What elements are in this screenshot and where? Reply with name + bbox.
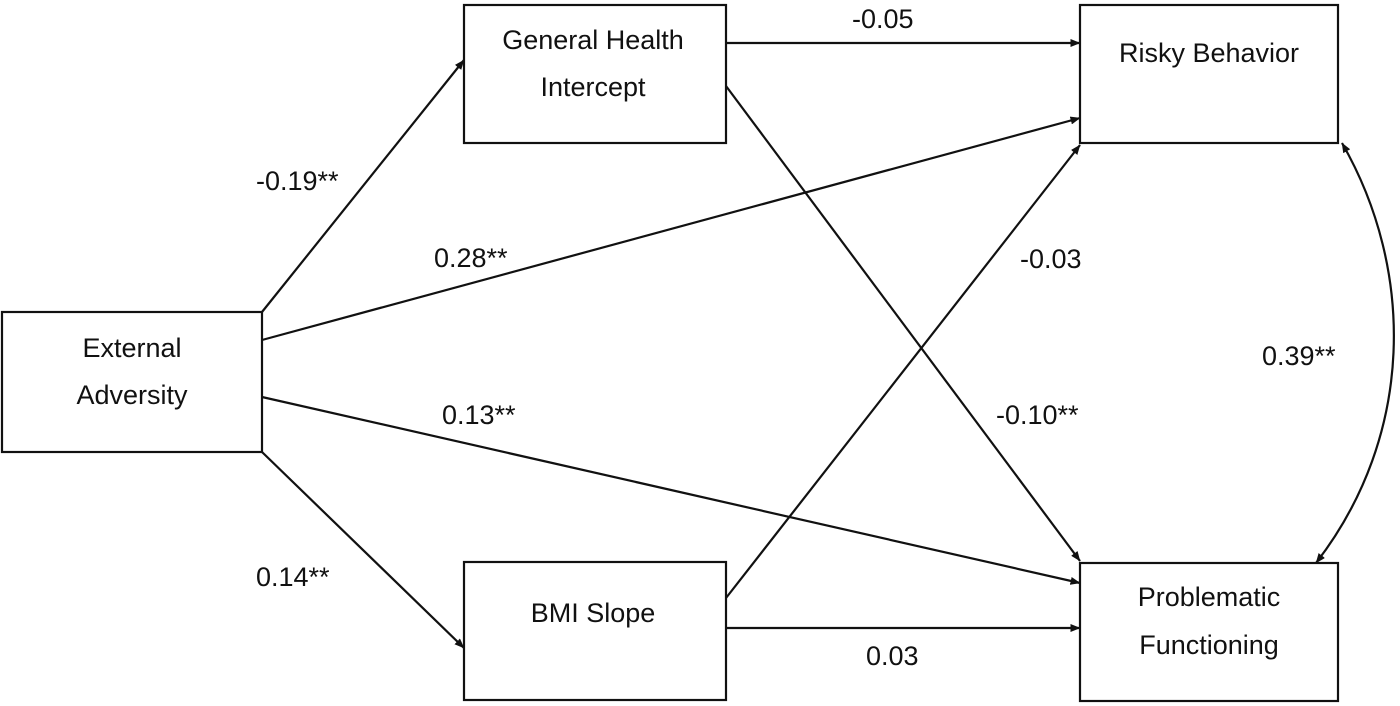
node-problematic-functioning: Problematic Functioning	[1078, 561, 1340, 703]
node-label-line: Intercept	[540, 72, 646, 102]
coefficient-label: 0.13**	[442, 400, 516, 430]
node-label-line: General Health	[502, 25, 684, 55]
node-bmi-slope: BMI Slope	[462, 560, 728, 702]
node-general-health-intercept: General Health Intercept	[462, 3, 728, 145]
coefficient-label: 0.14**	[256, 562, 330, 592]
coefficient-label: 0.28**	[434, 243, 508, 273]
coefficient-label: 0.03	[866, 641, 919, 671]
path-external-adversity-to-bmi-slope	[261, 451, 465, 649]
node-label-line: External	[82, 333, 181, 363]
node-label-line: BMI Slope	[531, 598, 656, 628]
node-label-line: Problematic	[1138, 582, 1281, 612]
coefficient-label: -0.19**	[256, 166, 339, 196]
coefficient-label: 0.39**	[1262, 341, 1336, 371]
node-external-adversity: External Adversity	[0, 310, 264, 454]
node-risky-behavior: Risky Behavior	[1078, 3, 1340, 145]
path-external-adversity-to-risky-behavior	[261, 116, 1081, 342]
node-label-line: Risky Behavior	[1119, 38, 1299, 68]
coefficient-label: -0.05	[852, 4, 914, 34]
path-general-health-intercept-to-problematic-functioning	[725, 85, 1081, 562]
path-bmi-slope-to-risky-behavior	[725, 144, 1081, 599]
node-label-line: Functioning	[1139, 630, 1279, 660]
path-external-adversity-to-general-health-intercept	[261, 59, 465, 313]
coefficient-label: -0.03	[1020, 244, 1082, 274]
node-label-line: Adversity	[76, 380, 188, 410]
coefficient-label: -0.10**	[996, 400, 1079, 430]
covariance-risky-behavior-problematic-functioning	[1315, 142, 1395, 564]
path-external-adversity-to-problematic-functioning	[261, 395, 1081, 585]
